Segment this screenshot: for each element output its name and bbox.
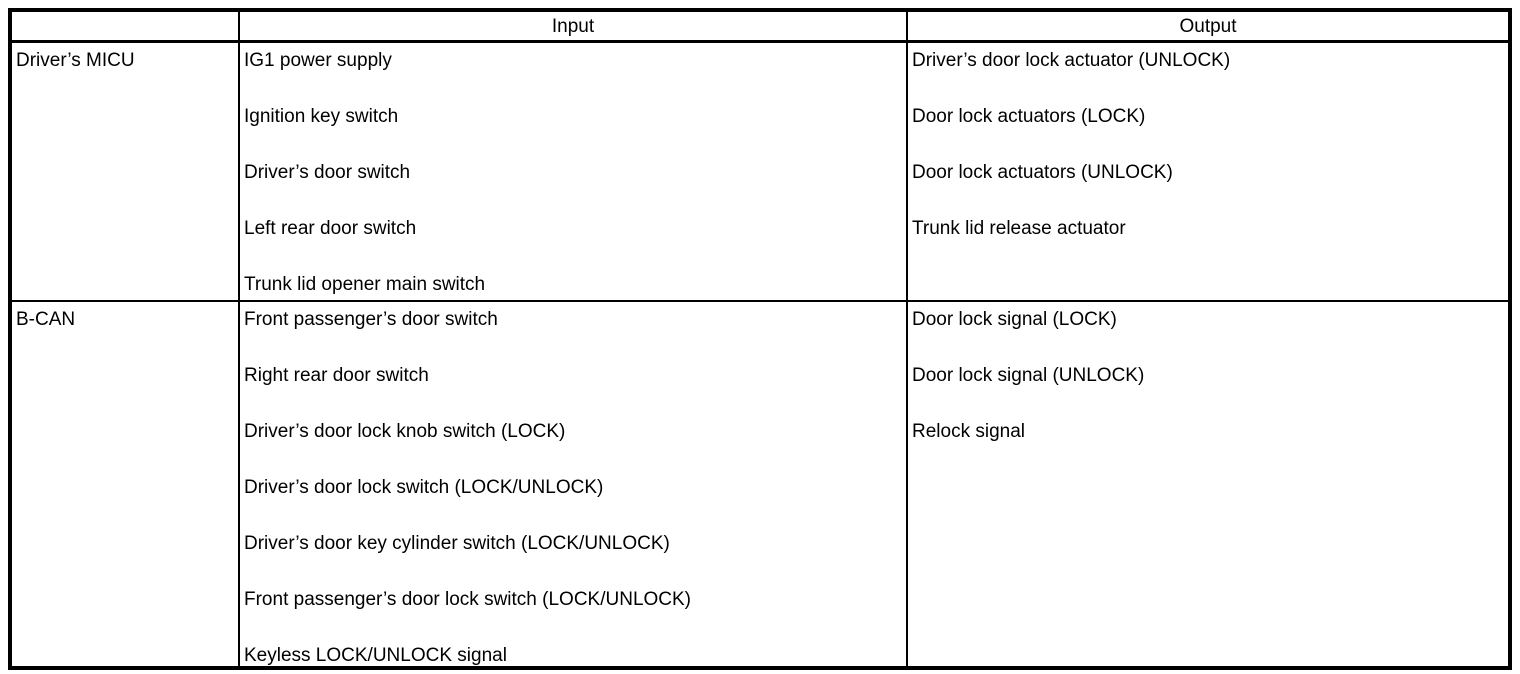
input-item: Driver’s door lock switch (LOCK/UNLOCK) xyxy=(244,477,604,498)
output-item: Door lock actuators (UNLOCK) xyxy=(912,162,1173,183)
output-item: Door lock actuators (LOCK) xyxy=(912,106,1146,127)
table-row-b-can: B-CAN Front passenger’s door switch Righ… xyxy=(9,300,1511,669)
table-row-drivers-micu: Driver’s MICU IG1 power supply Ignition … xyxy=(9,40,1511,302)
input-item: Right rear door switch xyxy=(244,365,429,386)
input-item: Front passenger’s door lock switch (LOCK… xyxy=(244,589,692,610)
io-table: Input Output Driver’s MICU IG1 power sup… xyxy=(8,8,1512,670)
output-item: Driver’s door lock actuator (UNLOCK) xyxy=(912,50,1231,71)
input-item: Keyless LOCK/UNLOCK signal xyxy=(244,645,507,666)
source-label: Driver’s MICU xyxy=(16,50,135,71)
input-item: Front passenger’s door switch xyxy=(244,309,498,330)
header-input: Input xyxy=(238,9,908,43)
input-item: IG1 power supply xyxy=(244,50,392,71)
input-item: Driver’s door key cylinder switch (LOCK/… xyxy=(244,533,670,554)
input-cell: IG1 power supply Ignition key switch Dri… xyxy=(238,40,908,302)
input-cell: Front passenger’s door switch Right rear… xyxy=(238,300,908,669)
output-item: Door lock signal (LOCK) xyxy=(912,309,1117,330)
input-item: Driver’s door switch xyxy=(244,162,411,183)
source-cell: B-CAN xyxy=(9,300,240,669)
output-item: Door lock signal (UNLOCK) xyxy=(912,365,1145,386)
header-row: Input Output xyxy=(9,9,1511,43)
header-output: Output xyxy=(906,9,1511,43)
output-item: Relock signal xyxy=(912,421,1025,442)
output-cell: Driver’s door lock actuator (UNLOCK) Doo… xyxy=(906,40,1511,302)
output-cell: Door lock signal (LOCK) Door lock signal… xyxy=(906,300,1511,669)
input-item: Left rear door switch xyxy=(244,218,417,239)
input-item: Ignition key switch xyxy=(244,106,399,127)
source-cell: Driver’s MICU xyxy=(9,40,240,302)
input-item: Driver’s door lock knob switch (LOCK) xyxy=(244,421,566,442)
source-label: B-CAN xyxy=(16,309,76,330)
output-item: Trunk lid release actuator xyxy=(912,218,1126,239)
header-source xyxy=(9,9,240,43)
input-item: Trunk lid opener main switch xyxy=(244,274,486,295)
